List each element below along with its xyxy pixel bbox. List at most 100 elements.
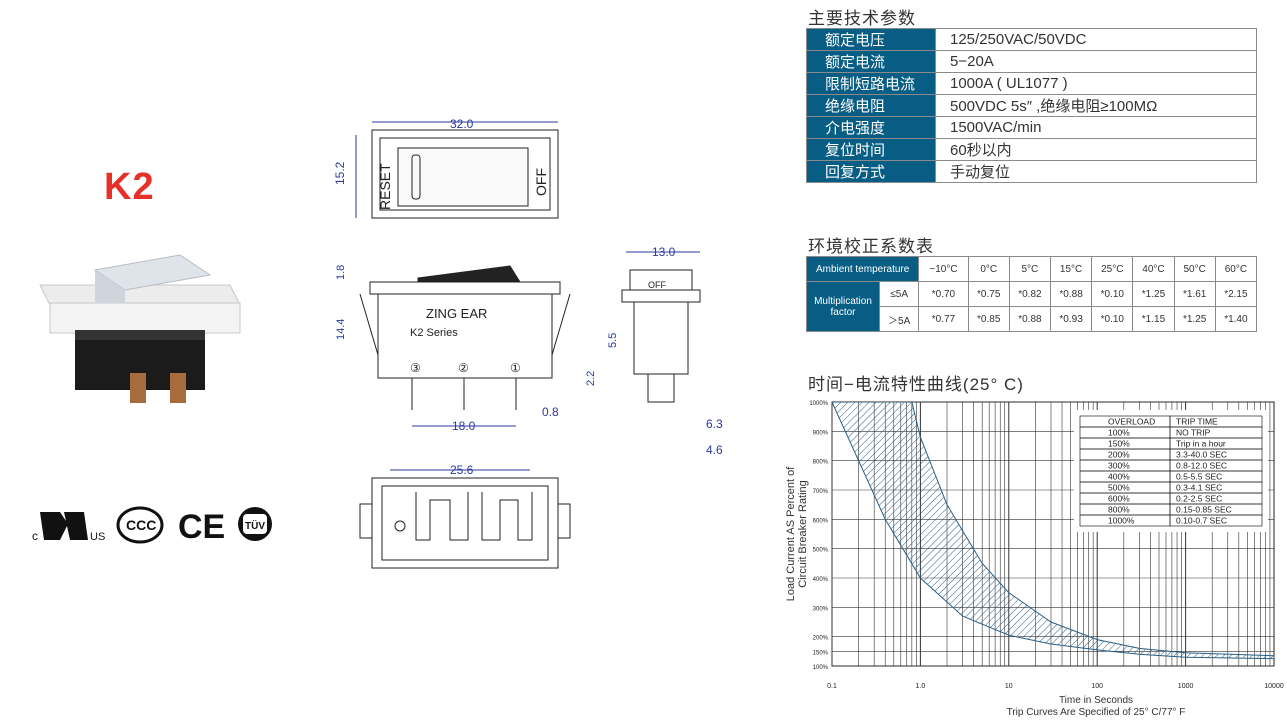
env-cell: *0.88 <box>1049 281 1093 307</box>
dim-pin-spacing: 18.0 <box>452 419 476 433</box>
certification-logos: c US CCC CE TÜV <box>32 506 272 546</box>
top-view: 32.0 15.2 RESET OFF <box>333 117 559 219</box>
spec-value: 1500VAC/min <box>935 116 1257 139</box>
dim-side-b: 14.4 <box>335 319 347 340</box>
legend-value: 300% <box>1108 461 1130 471</box>
x-axis-note: Trip Curves Are Specified of 25° C/77° F <box>1007 707 1186 718</box>
env-temp: 15°C <box>1049 256 1093 282</box>
ccc-text: CCC <box>126 517 156 533</box>
env-temp: 40°C <box>1132 256 1175 282</box>
env-row: Multiplication factor ≤5A *0.70 *0.75 *0… <box>806 281 1258 332</box>
x-tick-label: 1.0 <box>916 683 926 690</box>
legend-cell <box>1169 514 1263 527</box>
env-header-row: Ambient temperature −10°C 0°C 5°C 15°C 2… <box>805 256 1258 282</box>
y-tick-label: 150% <box>813 650 829 656</box>
legend-value: 200% <box>1108 450 1130 460</box>
terminal-2: ② <box>458 361 469 375</box>
env-cell: *0.75 <box>967 281 1010 307</box>
x-tick-label: 100 <box>1091 683 1103 690</box>
legend-value: 400% <box>1108 472 1130 482</box>
spec-value: 5−20A <box>935 50 1257 73</box>
env-cell: *0.88 <box>1008 306 1052 332</box>
env-table: Ambient temperature −10°C 0°C 5°C 15°C 2… <box>805 256 1258 332</box>
env-row: ＞5A *0.77 *0.85 *0.88 *0.93 *0.10 *1.15 … <box>807 306 1258 332</box>
env-temp: 25°C <box>1091 256 1134 282</box>
spec-value: 1000A ( UL1077 ) <box>935 72 1257 95</box>
spec-key: 额定电流 <box>806 50 936 73</box>
x-tick-label: 0.1 <box>827 683 837 690</box>
ul-prefix: c <box>32 529 38 543</box>
env-temp: 0°C <box>967 256 1010 282</box>
env-temp: 60°C <box>1214 256 1258 282</box>
legend-value: 0.2-2.5 SEC <box>1176 494 1222 504</box>
env-cell: *0.10 <box>1091 306 1134 332</box>
y-axis-label-1: Load Current AS Percent of <box>785 466 797 601</box>
tuv-text: TÜV <box>245 519 265 532</box>
y-tick-label: 900% <box>813 430 829 436</box>
dim-end-c: 6.3 <box>706 417 723 431</box>
legend-value: 1000% <box>1108 516 1135 526</box>
spec-key: 限制短路电流 <box>806 72 936 95</box>
spec-value: 500VDC 5s″ ,绝缘电阻≥100MΩ <box>935 94 1257 117</box>
legend-value: 0.3-4.1 SEC <box>1176 483 1222 493</box>
spec-value: 125/250VAC/50VDC <box>935 28 1257 51</box>
dim-top-height: 15.2 <box>333 161 347 185</box>
env-cell: *0.70 <box>918 281 969 307</box>
legend-value: Trip in a hour <box>1176 439 1226 449</box>
ul-suffix: US <box>90 531 105 543</box>
env-cell: *0.82 <box>1008 281 1052 307</box>
end-view: 13.0 OFF 5.5 2.2 6.3 4.6 <box>585 245 723 457</box>
y-tick-label: 300% <box>813 606 829 612</box>
legend-value: 600% <box>1108 494 1130 504</box>
x-tick-label: 1000 <box>1178 683 1194 690</box>
ul-logo: c US <box>32 512 105 543</box>
legend-header: TRIP TIME <box>1176 417 1218 427</box>
x-tick-label: 10000 <box>1264 683 1284 690</box>
dim-end-d: 4.6 <box>706 443 723 457</box>
env-temp: 50°C <box>1173 256 1216 282</box>
legend-value: 800% <box>1108 505 1130 515</box>
curve-section-title: 时间−电流特性曲线(25° C) <box>808 375 1024 394</box>
off-label: OFF <box>533 168 549 196</box>
legend-value: 500% <box>1108 483 1130 493</box>
y-tick-label: 500% <box>813 548 829 554</box>
y-tick-label: 100% <box>813 665 829 671</box>
env-section-title: 环境校正系数表 <box>808 237 934 256</box>
env-cell: *1.25 <box>1173 306 1216 332</box>
env-cell: *0.77 <box>918 306 969 332</box>
dim-pin-width: 0.8 <box>542 405 559 419</box>
chart-axes: 100%150%200%300%400%500%600%700%800%900%… <box>809 401 1284 690</box>
legend-value: 150% <box>1108 439 1130 449</box>
bottom-view: 25.6 <box>359 463 571 569</box>
env-cell: *1.40 <box>1214 306 1258 332</box>
legend-value: 0.10-0.7 SEC <box>1176 516 1227 526</box>
terminal-3: ③ <box>410 361 421 375</box>
legend-value: 100% <box>1108 428 1130 438</box>
env-row-label: ＞5A <box>878 306 920 332</box>
spec-row: 回复方式手动复位 <box>806 160 1257 183</box>
dim-end-b: 2.2 <box>585 371 597 386</box>
env-cell: *0.10 <box>1091 281 1134 307</box>
side-view: 1.8 14.4 ZING EAR K2 Series ③ ② ① 18.0 0… <box>335 265 571 433</box>
env-cell: *1.61 <box>1173 281 1216 307</box>
env-factor-label: Multiplication factor <box>806 281 880 332</box>
legend-header: OVERLOAD <box>1108 417 1155 427</box>
series-label: K2 Series <box>410 327 458 339</box>
x-tick-label: 10 <box>1005 683 1013 690</box>
spec-section-title: 主要技术参数 <box>808 9 916 28</box>
legend-value: 0.8-12.0 SEC <box>1176 461 1227 471</box>
legend-value: 0.5-5.5 SEC <box>1176 472 1222 482</box>
legend-value: 0.15-0.85 SEC <box>1176 505 1232 515</box>
spec-value: 60秒以内 <box>935 138 1257 161</box>
env-cell: *2.15 <box>1214 281 1258 307</box>
dim-bottom-width: 25.6 <box>450 463 474 477</box>
y-tick-label: 800% <box>813 460 829 466</box>
spec-key: 复位时间 <box>806 138 936 161</box>
x-axis-label: Time in Seconds <box>1059 695 1133 706</box>
